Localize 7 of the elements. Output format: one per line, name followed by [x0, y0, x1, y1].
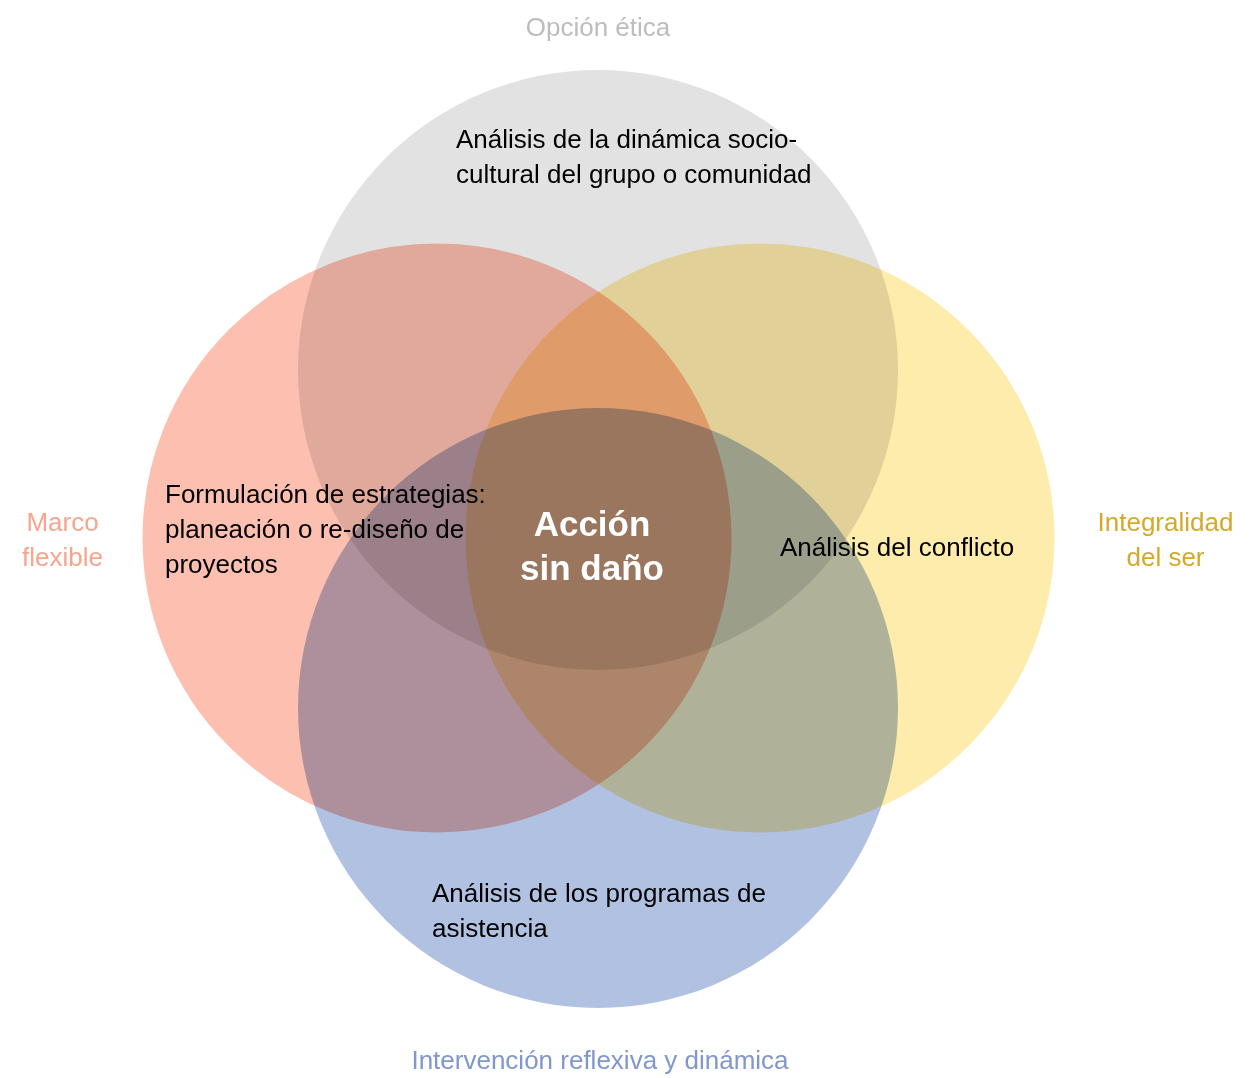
circle-title: Opción ética	[524, 11, 672, 44]
circle-title: Marco flexible	[21, 506, 104, 574]
circle-text: Análisis de la dinámica socio-cultural del grupo o comunidad	[456, 123, 813, 191]
circle-title: Integralidad del ser	[1096, 506, 1235, 574]
circle-title: Intervención reflexiva y dinámica	[410, 1044, 790, 1077]
circle-text: Análisis de los programas de asistencia	[432, 877, 767, 945]
center-label: Acción sin daño	[519, 503, 665, 589]
